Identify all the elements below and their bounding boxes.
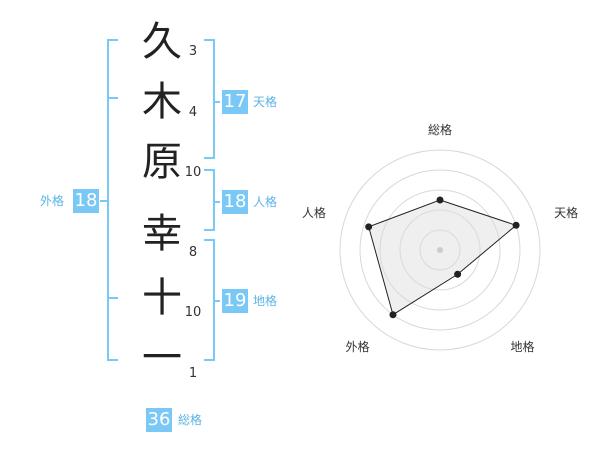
radar-point-3 — [454, 270, 462, 278]
radar-ring-3 — [379, 189, 501, 311]
chikaku-value: 19 — [222, 289, 248, 313]
radar-point-5 — [365, 223, 373, 231]
radar-polygon — [368, 199, 518, 316]
gaikaku-value: 18 — [73, 189, 99, 213]
radar-ring-5 — [339, 149, 541, 351]
name-char-3: 原 — [142, 139, 182, 185]
radar-ring-1 — [419, 229, 461, 271]
stroke-count-2: 4 — [188, 105, 198, 120]
radar-axis-label-1: 総格 — [428, 122, 452, 137]
gaikaku-label: 外格 — [40, 194, 65, 208]
stroke-count-3: 10 — [184, 165, 202, 180]
name-char-1: 久 — [142, 19, 182, 65]
jinkaku-value: 18 — [222, 190, 248, 214]
name-char-2: 木 — [142, 79, 182, 125]
stroke-count-4: 8 — [188, 245, 198, 260]
jinkaku-bracket — [204, 169, 215, 231]
radar-axis-label-3: 地格 — [511, 339, 535, 354]
radar-axis-label-4: 外格 — [345, 339, 369, 354]
name-char-5: 十 — [142, 275, 182, 321]
radar-axis-label-5: 人格 — [302, 205, 326, 220]
tenkaku-label: 天格 — [253, 95, 278, 109]
tenkaku-bracket — [204, 39, 215, 159]
radar-point-1 — [436, 196, 444, 204]
radar-point-2 — [512, 221, 520, 229]
stroke-count-1: 3 — [188, 44, 198, 59]
soukaku-value: 36 — [146, 408, 172, 432]
jinkaku-label: 人格 — [253, 195, 278, 209]
stroke-count-6: 1 — [188, 366, 198, 381]
radar-ring-2 — [399, 209, 481, 291]
radar-ring-4 — [359, 169, 521, 331]
chikaku-bracket — [204, 239, 215, 361]
soukaku-label: 総格 — [178, 413, 203, 427]
chikaku-label: 地格 — [253, 294, 278, 308]
radar-center-dot — [437, 247, 443, 253]
name-char-6: 一 — [142, 335, 182, 381]
radar-axis-label-2: 天格 — [554, 205, 578, 220]
gaikaku-bracket — [107, 39, 118, 361]
radar-point-4 — [389, 311, 397, 319]
tenkaku-value: 17 — [222, 90, 248, 114]
name-char-4: 幸 — [142, 211, 182, 257]
stroke-count-5: 10 — [184, 305, 202, 320]
